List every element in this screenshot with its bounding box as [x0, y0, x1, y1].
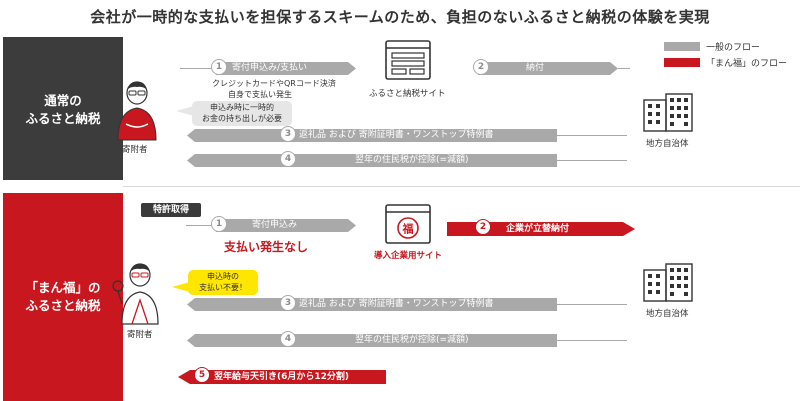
company-site-label: 導入企業用サイト [374, 251, 443, 261]
normal-step2-number: 2 [473, 59, 489, 75]
manpuku-step3-number: 3 [280, 295, 296, 311]
page-title: 会社が一時的な支払いを担保するスキームのため、負担のないふるさと納税の体験を実現 [90, 8, 710, 26]
normal-step4-arrow [187, 154, 557, 167]
manpuku-step3-line-right [557, 304, 627, 305]
normal-step3-number: 3 [280, 126, 296, 142]
manpuku-step1-number: 1 [211, 216, 227, 232]
manpuku-bubble-line-2: 支払い不要！ [199, 283, 247, 292]
normal-step1-sub-1: クレジットカードやQRコード決済 [212, 79, 336, 88]
legend-swatch-normal [664, 42, 700, 51]
section-divider [123, 186, 800, 187]
government-building-icon [643, 263, 693, 302]
normal-step2-label: 納付 [526, 63, 545, 73]
normal-step3-line-right [557, 135, 627, 136]
normal-bubble-line-1: 申込み時に一時的 [210, 103, 274, 112]
manpuku-step1-line-left [186, 225, 216, 226]
manpuku-step4-arrow [187, 334, 557, 347]
manpuku-gov-label: 地方自治体 [646, 309, 689, 319]
manpuku-bubble-line-1: 申込時の [207, 272, 239, 281]
manpuku-step1-arrow [216, 219, 356, 232]
normal-step1-label: 寄付申込み/支払い [232, 63, 308, 73]
manpuku-panel-label-1: 「まん福」の [25, 280, 101, 295]
normal-bubble-line-2: お金の持ち出しが必要 [202, 114, 282, 123]
manpuku-step4-number: 4 [280, 331, 296, 347]
manpuku-bubble: 申込時の 支払い不要！ [188, 270, 258, 295]
donor-person-icon [117, 81, 157, 141]
normal-bubble: 申込み時に一時的 お金の持ち出しが必要 [192, 101, 292, 126]
normal-bubble-pointer [176, 106, 194, 116]
manpuku-donor-label: 寄附者 [127, 330, 153, 340]
manpuku-step4-label: 翌年の住民税が控除(=減額) [355, 335, 469, 345]
normal-panel: 通常の ふるさと納税 [3, 37, 123, 180]
normal-step1-sub-2: 自身で支払い発生 [228, 90, 292, 99]
legend-label-manpuku: 「まん福」のフロー [706, 59, 788, 69]
normal-gov-label: 地方自治体 [646, 139, 689, 149]
manpuku-bubble-pointer [172, 282, 190, 292]
legend-label-normal: 一般のフロー [706, 43, 761, 53]
patent-badge: 特許取得 [141, 203, 201, 217]
company-site-icon-text: 福 [402, 222, 414, 236]
manpuku-panel: 「まん福」の ふるさと納税 [3, 193, 123, 401]
normal-panel-label-1: 通常の [44, 93, 82, 108]
manpuku-step2-arrow [447, 222, 635, 236]
legend-swatch-manpuku [664, 58, 700, 67]
furusato-site-label: ふるさと納税サイト [369, 89, 446, 99]
donor-ok-person-icon [112, 263, 159, 325]
manpuku-step4-line-right [557, 340, 627, 341]
manpuku-step5-label: 翌年給与天引き(6月から12分割) [214, 372, 350, 382]
normal-step4-label: 翌年の住民税が控除(=減額) [355, 155, 469, 165]
normal-step3-label: 返礼品 および 寄附証明書・ワンストップ特例書 [299, 130, 494, 140]
manpuku-panel-label-2: ふるさと納税 [25, 298, 101, 313]
manpuku-step3-arrow [187, 298, 557, 311]
normal-step1-number: 1 [211, 59, 227, 75]
manpuku-step2-number: 2 [475, 219, 491, 235]
normal-step2-arrow [478, 62, 618, 75]
normal-step4-number: 4 [280, 151, 296, 167]
normal-step1-arrow [216, 62, 356, 75]
normal-step3-arrow [187, 129, 557, 142]
normal-donor-label: 寄附者 [122, 145, 148, 155]
manpuku-step3-label: 返礼品 および 寄附証明書・ワンストップ特例書 [299, 299, 494, 309]
furusato-site-icon [385, 40, 431, 80]
normal-step4-line-right [557, 160, 627, 161]
manpuku-step2-label: 企業が立替納付 [506, 224, 570, 234]
company-site-icon: 福 [385, 204, 431, 244]
normal-step2-line-right [618, 68, 630, 69]
manpuku-step5-number: 5 [194, 367, 210, 383]
normal-step1-line-left [180, 68, 216, 69]
manpuku-step1-label: 寄付申込み [252, 220, 298, 230]
normal-panel-label-2: ふるさと納税 [25, 111, 101, 126]
no-payment-text: 支払い発生なし [224, 240, 309, 254]
manpuku-step5-arrow [178, 370, 386, 384]
government-building-icon [643, 93, 693, 132]
